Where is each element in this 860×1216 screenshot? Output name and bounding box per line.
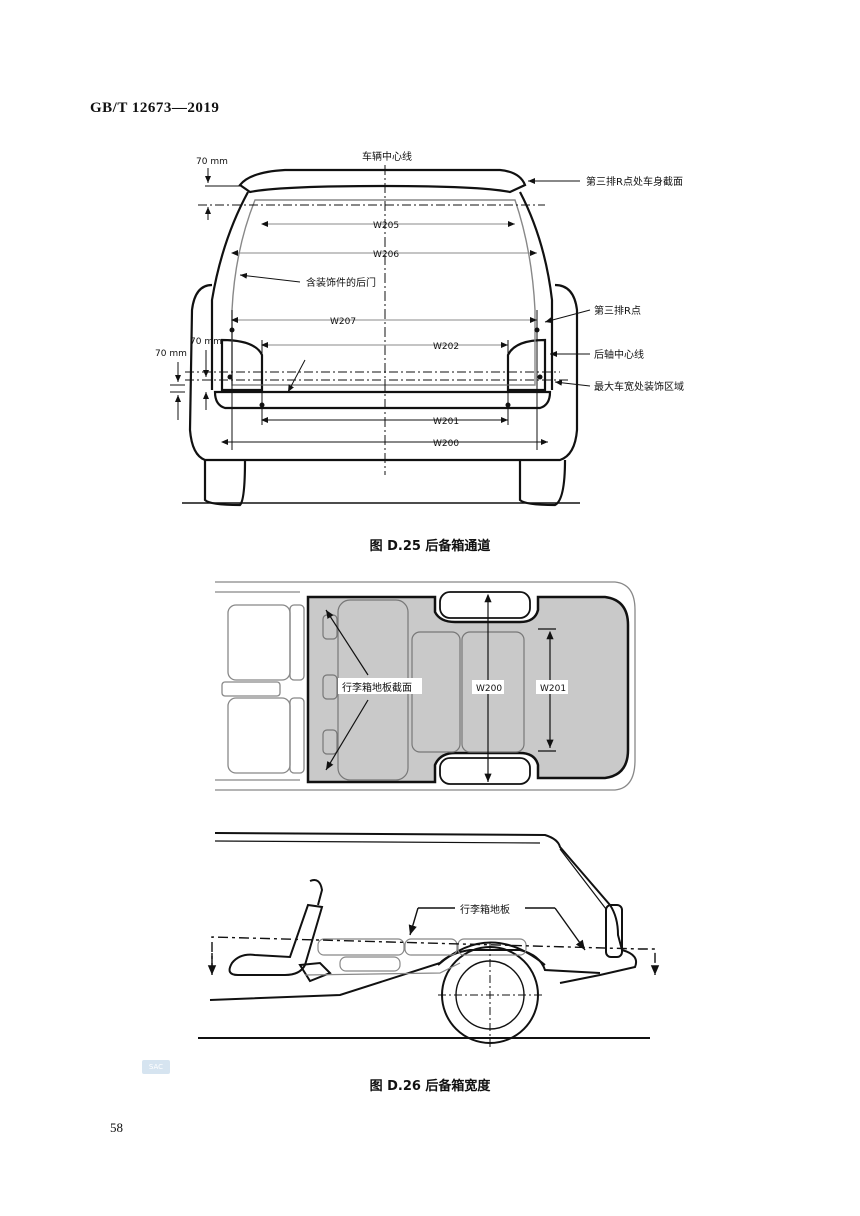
label-70mm-left: 70 mm xyxy=(155,349,187,359)
vehicle-rear-outline xyxy=(188,168,579,507)
caption-figure-d26: 图 D.26 后备箱宽度 xyxy=(369,1079,491,1094)
standard-header: GB/T 12673—2019 xyxy=(90,100,220,116)
page-number: 58 xyxy=(110,1120,123,1135)
dim-plan-w201: W201 xyxy=(540,684,566,694)
dim-w206: W206 xyxy=(373,250,399,260)
sac-watermark: SAC xyxy=(142,1060,170,1074)
label-third-row-r: 第三排R点 xyxy=(594,304,641,317)
dim-w201: W201 xyxy=(433,417,459,427)
label-70mm-top: 70 mm xyxy=(196,157,228,167)
figure-d26-plan-view: 行李箱地板截面 W200 W201 xyxy=(215,581,636,791)
dim-w207: W207 xyxy=(330,317,356,327)
label-70mm-mid: 70 mm xyxy=(190,337,222,347)
label-body-section: 第三排R点处车身截面 xyxy=(586,175,683,188)
label-centerline: 车辆中心线 xyxy=(362,150,412,163)
label-rear-door: 含装饰件的后门 xyxy=(306,276,376,289)
figure-d25-rear-view: 车辆中心线 第三排R点处车身截面 含装饰件的后门 第三排R点 后轴中心线 最大车… xyxy=(155,150,684,507)
dim-w202: W202 xyxy=(433,342,459,352)
label-rear-axle-center: 后轴中心线 xyxy=(594,348,644,361)
label-luggage-floor: 行李箱地板 xyxy=(460,903,510,916)
figure-d26-side-view: 行李箱地板 xyxy=(198,832,660,1047)
dim-w205: W205 xyxy=(373,221,399,231)
label-floor-section: 行李箱地板截面 xyxy=(342,681,412,694)
caption-figure-d25: 图 D.25 后备箱通道 xyxy=(369,539,491,554)
dim-plan-w200: W200 xyxy=(476,684,502,694)
label-max-width-trim: 最大车宽处装饰区域 xyxy=(594,380,684,393)
dim-w200: W200 xyxy=(433,439,459,449)
